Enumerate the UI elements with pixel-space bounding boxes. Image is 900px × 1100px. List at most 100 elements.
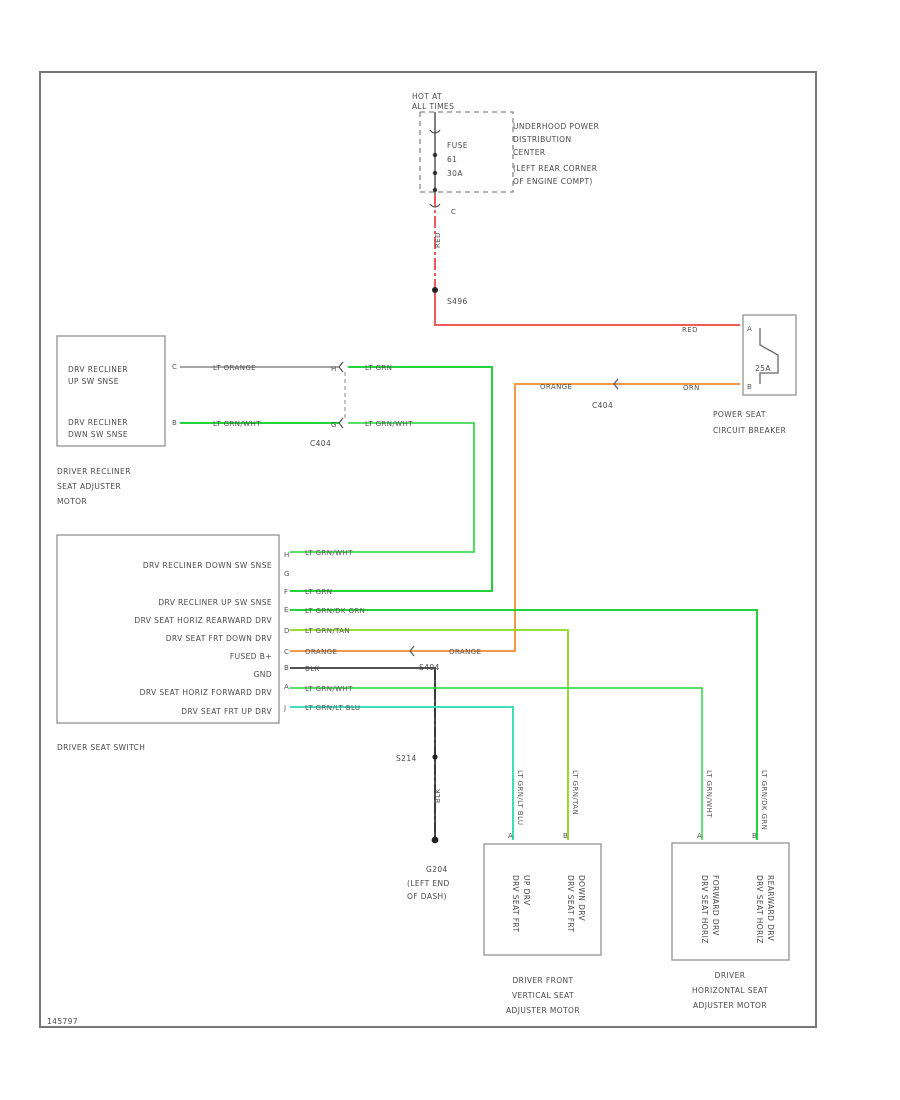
recliner-motor: DRV RECLINER UP SW SNSE DRV RECLINER DWN… <box>56 335 177 506</box>
ground-wire-label: BLK <box>434 788 442 803</box>
c404-right-label: C404 <box>592 401 613 410</box>
switch-pin-j: J <box>283 704 286 712</box>
switch-pin-b: B <box>284 664 289 672</box>
ground-wire: S214 BLK G204 (LEFT END OF DASH) <box>396 670 450 901</box>
fv-col-b-1: DRV SEAT FRT <box>566 875 575 932</box>
hz-label-2: HORIZONTAL SEAT <box>692 986 768 995</box>
fuse-symbol <box>429 129 441 134</box>
fuse-box: HOT AT ALL TIMES FUSE 61 30A UNDERHOOD P… <box>412 92 599 216</box>
orange-wire-label-orn: ORN <box>683 384 700 392</box>
fuse-desc-2: DISTRIBUTION <box>513 135 572 144</box>
recliner-label-1: DRIVER RECLINER <box>57 467 131 476</box>
switch-wire-6: BLK <box>305 665 320 673</box>
horizontal-motor: LT GRN/WHT LT GRN/DK GRN A B DRV SEAT HO… <box>671 770 790 1010</box>
recliner-wire-2-left: LT GRN/WHT <box>213 420 261 428</box>
fv-label-3: ADJUSTER MOTOR <box>506 1006 580 1015</box>
diagram-frame <box>39 71 817 1028</box>
hot-label-1: HOT AT <box>412 92 442 101</box>
fv-col-a-2: UP DRV <box>522 875 531 906</box>
cb-label-1: POWER SEAT <box>713 410 766 419</box>
switch-pin-d: D <box>284 627 289 635</box>
fuse-desc-1: UNDERHOOD POWER <box>513 122 599 131</box>
cb-pin-b: B <box>747 383 752 391</box>
switch-blk-splice: S404 <box>419 663 440 672</box>
recliner-conn-pin-h: H <box>331 365 336 373</box>
hz-col-a-1: DRV SEAT HORIZ <box>700 875 709 944</box>
recliner-row1-l1: DRV RECLINER <box>68 365 128 374</box>
circuit-breaker: A B 25A POWER SEAT CIRCUIT BREAKER <box>713 314 797 435</box>
switch-row-2: DRV RECLINER UP SW SNSE <box>158 598 272 607</box>
recliner-label-3: MOTOR <box>57 497 87 506</box>
switch-wire-3: LT GRN/DK GRN <box>305 607 365 615</box>
diagram-code: 145797 <box>47 1017 78 1026</box>
front-vertical-motor: LT GRN/LT BLU LT GRN/TAN A B DRV SEAT FR… <box>483 770 602 1015</box>
fv-pin-b: B <box>563 832 568 840</box>
recliner-row2-l2: DWN SW SNSE <box>68 430 128 439</box>
switch-pin-h: H <box>284 551 289 559</box>
fuse-text-2: 61 <box>447 155 457 164</box>
switch-row-8: DRV SEAT FRT UP DRV <box>181 707 272 716</box>
fv-col-a-1: DRV SEAT FRT <box>511 875 520 932</box>
recliner-connector-label: C404 <box>310 439 331 448</box>
recliner-conn-pin-g: G <box>331 421 336 429</box>
switch-wire-7: LT GRN/WHT <box>305 685 353 693</box>
recliner-wire-1-right: LT GRN <box>365 364 392 372</box>
switch-pin-a: A <box>284 683 289 691</box>
switch-row-5: FUSED B+ <box>230 652 272 661</box>
splice-s496-label: S496 <box>447 297 468 306</box>
switch-wire-1: LT GRN/WHT <box>305 549 353 557</box>
fuse-pin: C <box>451 208 456 216</box>
red-wire-label-vert: RED <box>434 232 442 248</box>
recliner-wire-1-left: LT ORANGE <box>213 364 256 372</box>
switch-wire-8: LT GRN/LT BLU <box>305 704 360 712</box>
breaker-symbol <box>759 328 779 384</box>
switch-wire-4: LT GRN/TAN <box>305 627 350 635</box>
switch-wires: LT GRN/WHT LT GRN LT GRN/DK GRN LT GRN/T… <box>290 549 758 840</box>
recliner-wire-2-right: LT GRN/WHT <box>365 420 413 428</box>
hz-label-1: DRIVER <box>715 971 746 980</box>
switch-pin-c: C <box>284 648 289 656</box>
fuse-text-3: 30A <box>447 169 463 178</box>
hz-col-a-2: FORWARD DRV <box>711 875 720 936</box>
fv-pin-a: A <box>508 832 513 840</box>
cb-label-2: CIRCUIT BREAKER <box>713 426 786 435</box>
fuse-desc-3: CENTER <box>513 148 546 157</box>
fuse-desc-5: OF ENGINE COMPT) <box>513 177 593 186</box>
ground-loc-1: (LEFT END <box>407 879 450 888</box>
ground-loc-2: OF DASH) <box>407 892 447 901</box>
switch-pin-f: F <box>284 588 288 596</box>
hz-col-b-2: REARWARD DRV <box>766 875 775 941</box>
splice-s496-dot <box>432 287 438 293</box>
hz-pin-a: A <box>697 832 702 840</box>
fuse-box-dashed-border <box>420 111 514 193</box>
hz-pin-b: B <box>752 832 757 840</box>
recliner-row1-l2: UP SW SNSE <box>68 377 119 386</box>
switch-row-1: DRV RECLINER DOWN SW SNSE <box>143 561 272 570</box>
switch-row-4: DRV SEAT FRT DOWN DRV <box>166 634 273 643</box>
recliner-row2-l1: DRV RECLINER <box>68 418 128 427</box>
red-wire: RED S496 RED <box>429 195 740 334</box>
fv-wire-a: LT GRN/LT BLU <box>516 770 524 825</box>
recliner-wires: LT ORANGE LT GRN/WHT LT GRN LT GRN/WHT H… <box>180 361 493 592</box>
switch-orange-right: ORANGE <box>449 648 481 656</box>
ground-icon <box>431 836 439 844</box>
fuse-desc-4: (LEFT REAR CORNER <box>513 164 597 173</box>
switch-row-7: DRV SEAT HORIZ FORWARD DRV <box>140 688 273 697</box>
hz-label-3: ADJUSTER MOTOR <box>693 1001 767 1010</box>
fv-label-1: DRIVER FRONT <box>512 976 573 985</box>
cb-pin-a: A <box>747 325 752 333</box>
ground-splice-label: S214 <box>396 754 417 763</box>
fv-label-2: VERTICAL SEAT <box>512 991 574 1000</box>
hz-wire-b: LT GRN/DK GRN <box>760 770 768 830</box>
switch-row-3: DRV SEAT HORIZ REARWARD DRV <box>134 616 272 625</box>
recliner-pin-c: C <box>172 363 177 371</box>
orange-wire: ORN ORANGE C404 <box>290 378 740 652</box>
hz-col-b-1: DRV SEAT HORIZ <box>755 875 764 944</box>
orange-wire-label-right: ORANGE <box>540 383 572 391</box>
seat-switch: DRV RECLINER DOWN SW SNSE DRV RECLINER U… <box>56 534 289 752</box>
switch-wire-5: ORANGE <box>305 648 337 656</box>
seat-switch-label: DRIVER SEAT SWITCH <box>57 743 145 752</box>
switch-pin-e: E <box>284 606 288 614</box>
switch-wire-2: LT GRN <box>305 588 332 596</box>
